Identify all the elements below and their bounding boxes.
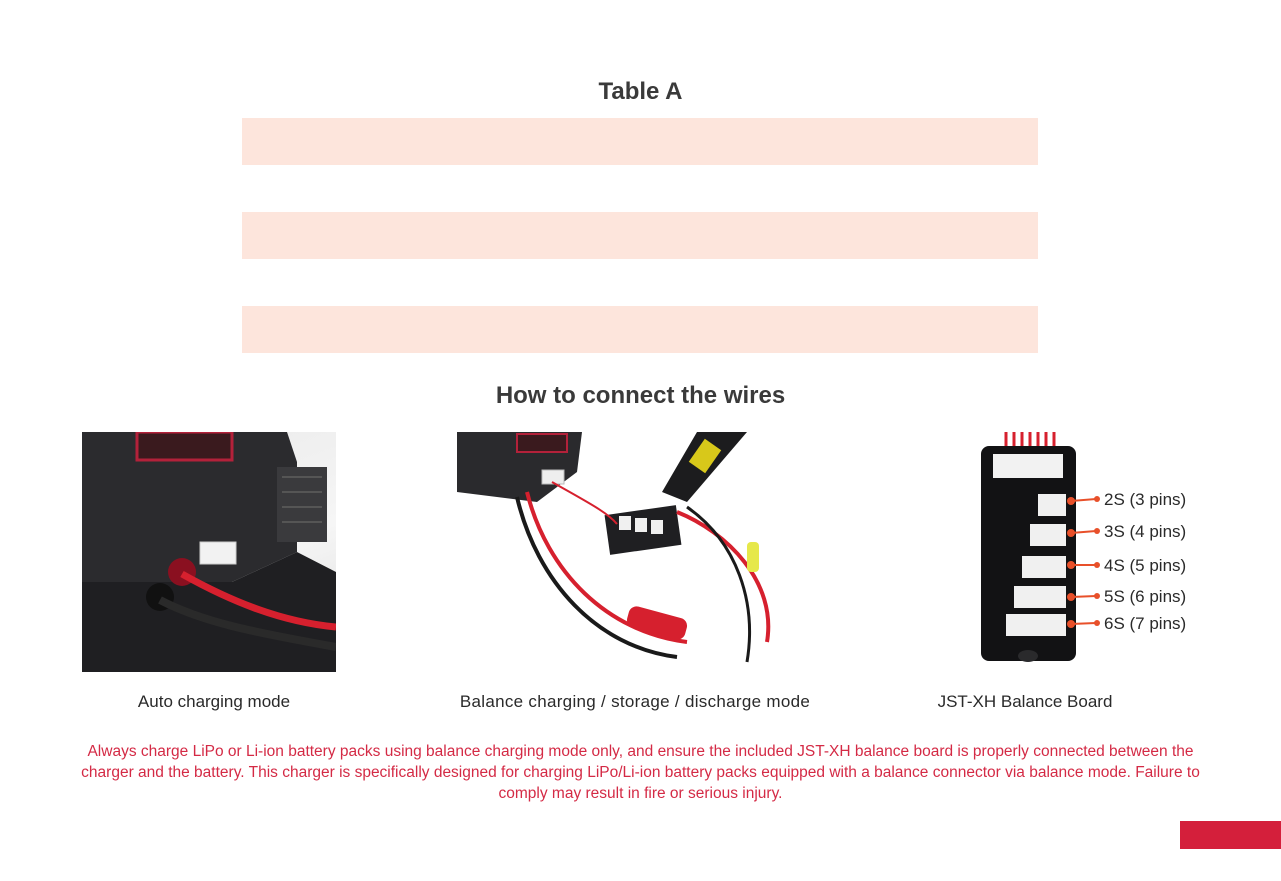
caption-auto-charging: Auto charging mode — [137, 692, 291, 711]
port-label-2s: 2S (3 pins) — [1104, 490, 1186, 509]
table-row — [242, 165, 1038, 212]
port-label-5s: 5S (6 pins) — [1104, 587, 1186, 606]
port-label-3s: 3S (4 pins) — [1104, 522, 1186, 541]
table-row — [242, 212, 1038, 259]
auto-charging-photo — [82, 432, 336, 672]
safety-warning: Always charge LiPo or Li-ion battery pac… — [81, 743, 1200, 802]
table-row — [242, 118, 1038, 165]
table-a — [242, 118, 1038, 353]
caption-balance-charging: Balance charging / storage / discharge m… — [459, 692, 811, 711]
balance-charging-photo — [457, 432, 782, 672]
table-row — [242, 306, 1038, 353]
section-title: How to connect the wires — [495, 382, 786, 409]
port-label-4s: 4S (5 pins) — [1104, 556, 1186, 575]
table-title: Table A — [598, 78, 683, 105]
port-label-6s: 6S (7 pins) — [1104, 614, 1186, 633]
caption-balance-board: JST-XH Balance Board — [937, 692, 1113, 711]
table-row — [242, 259, 1038, 306]
balance-board-photo: 2S (3 pins) 3S (4 pins) 4S (5 pins) 5S (… — [978, 432, 1208, 672]
accent-tab — [1180, 821, 1281, 849]
